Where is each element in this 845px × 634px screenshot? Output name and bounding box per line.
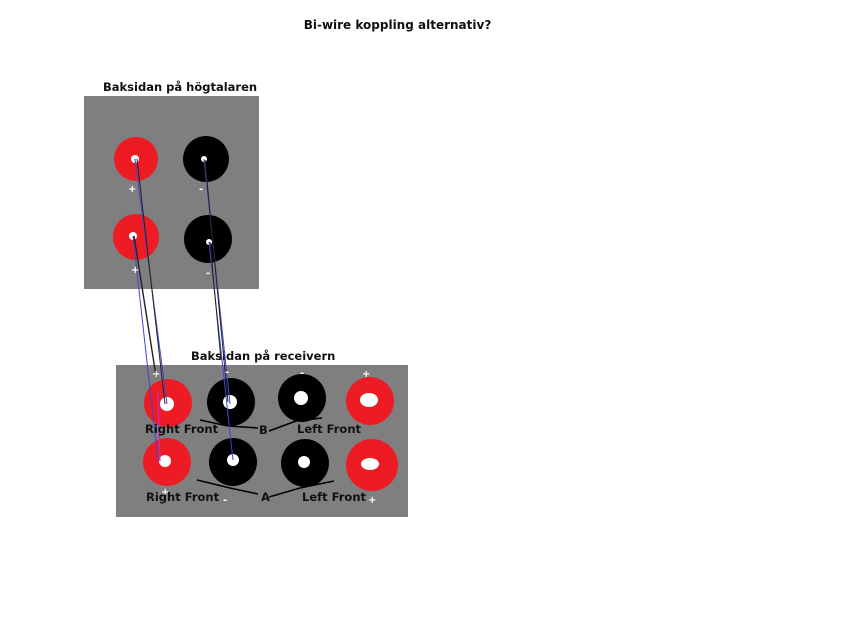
receiver-sign-b-rf-pos: + [152,369,161,380]
speaker-terminals [113,136,232,263]
speaker-sign-pos-bottom: + [131,265,140,276]
bracket-b-left [199,419,259,429]
row-a-left-front-label: Left Front [302,490,367,504]
speaker-panel-label: Baksidan på högtalaren [103,80,258,94]
row-b-right-front-label: Right Front [145,422,219,436]
group-brackets [196,417,335,498]
diagram-title: Bi-wire koppling alternativ? [303,18,492,32]
speaker-sign-neg-bottom: - [206,268,211,279]
receiver-sign-b-rf-neg: - [225,367,230,378]
wire-pos-top-dark [136,158,166,405]
receiver-a-lf-pos-hole [361,458,379,470]
wire-pos-bottom-magenta [157,391,161,462]
row-a-right-front-label: Right Front [146,490,220,504]
speaker-panel [84,96,259,289]
wire-neg-bottom-dark [209,241,222,361]
row-b-left-front-label: Left Front [297,422,362,436]
wire-pos-bottom-dark [133,235,157,377]
receiver-sign-a-rf-pos: + [161,487,170,498]
speaker-neg-bottom-terminal [184,215,232,263]
row-a-group-label: A [261,490,270,504]
receiver-sign-a-rf-neg: - [223,495,228,506]
bracket-a-right [268,480,335,498]
receiver-b-lf-neg-hole [294,391,308,405]
bracket-b-right [268,417,323,432]
wire-pos-bottom-blue [132,235,159,462]
receiver-sign-b-lf-pos: + [362,369,371,380]
receiver-panel-label: Baksidan på receivern [191,349,336,363]
bracket-a-left [196,479,259,495]
receiver-sign-b-lf-neg: - [300,368,305,379]
receiver-a-lf-neg-hole [298,456,310,468]
receiver-b-lf-pos-hole [360,393,378,407]
speaker-sign-pos-top: + [128,184,137,195]
row-b-group-label: B [259,423,268,437]
receiver-a-rf-pos-hole [159,455,171,467]
speaker-sign-neg-top: - [199,184,204,195]
receiver-sign-a-lf-pos: + [368,495,377,506]
receiver-terminals [143,374,398,491]
wires [132,158,234,462]
wire-neg-top-dark [204,159,229,403]
